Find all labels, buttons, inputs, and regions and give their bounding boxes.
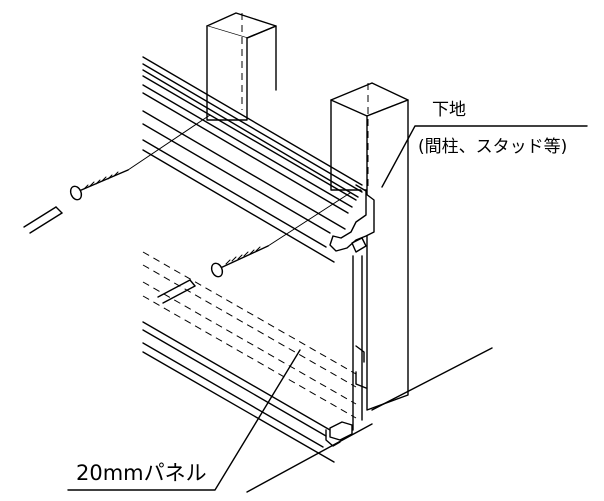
rear-stud (206, 12, 277, 121)
lower-panel-rail (142, 255, 367, 463)
panel-label: 20mmパネル (76, 461, 207, 485)
upper-panel-rail (142, 56, 375, 263)
hidden-panel-dashed (142, 251, 357, 419)
lower-screw (157, 192, 351, 304)
upper-screw (23, 114, 211, 234)
substrate-detail-label: (間柱、スタッド等) (418, 137, 567, 157)
leader-lines (67, 125, 588, 491)
substrate-label: 下地 (432, 100, 466, 120)
floor (246, 347, 493, 493)
